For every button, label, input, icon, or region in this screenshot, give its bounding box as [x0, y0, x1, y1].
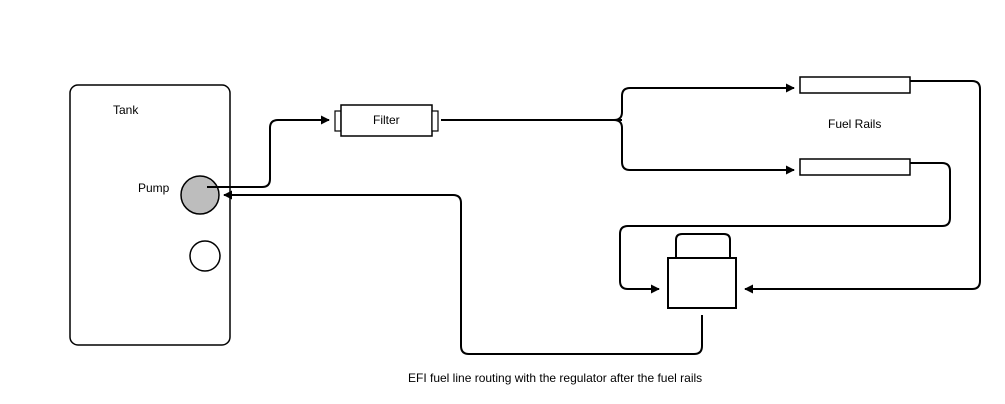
fuel-rail-bottom	[799, 158, 911, 176]
return-inlet	[189, 240, 221, 272]
pump	[180, 175, 220, 215]
line-split-to-top-rail	[613, 83, 795, 121]
line-top-rail-to-regulator	[744, 80, 981, 294]
fuel-rail-top	[799, 76, 911, 94]
line-bottom-rail-to-regulator	[619, 162, 951, 294]
diagram-caption: EFI fuel line routing with the regulator…	[408, 371, 702, 385]
fuel-rails-label: Fuel Rails	[828, 117, 881, 131]
line-split-to-bottom-rail	[613, 119, 795, 175]
regulator-cap	[675, 233, 731, 259]
line-pump-to-filter	[207, 115, 330, 188]
regulator-body	[667, 257, 737, 309]
regulator	[667, 233, 737, 309]
tank	[69, 84, 231, 346]
filter-right-cap	[431, 110, 439, 132]
filter	[334, 104, 439, 137]
filter-label: Filter	[373, 113, 400, 127]
line-return-to-tank	[223, 190, 703, 355]
filter-left-cap	[334, 110, 342, 132]
pump-label: Pump	[138, 181, 170, 195]
tank-label: Tank	[113, 103, 139, 117]
